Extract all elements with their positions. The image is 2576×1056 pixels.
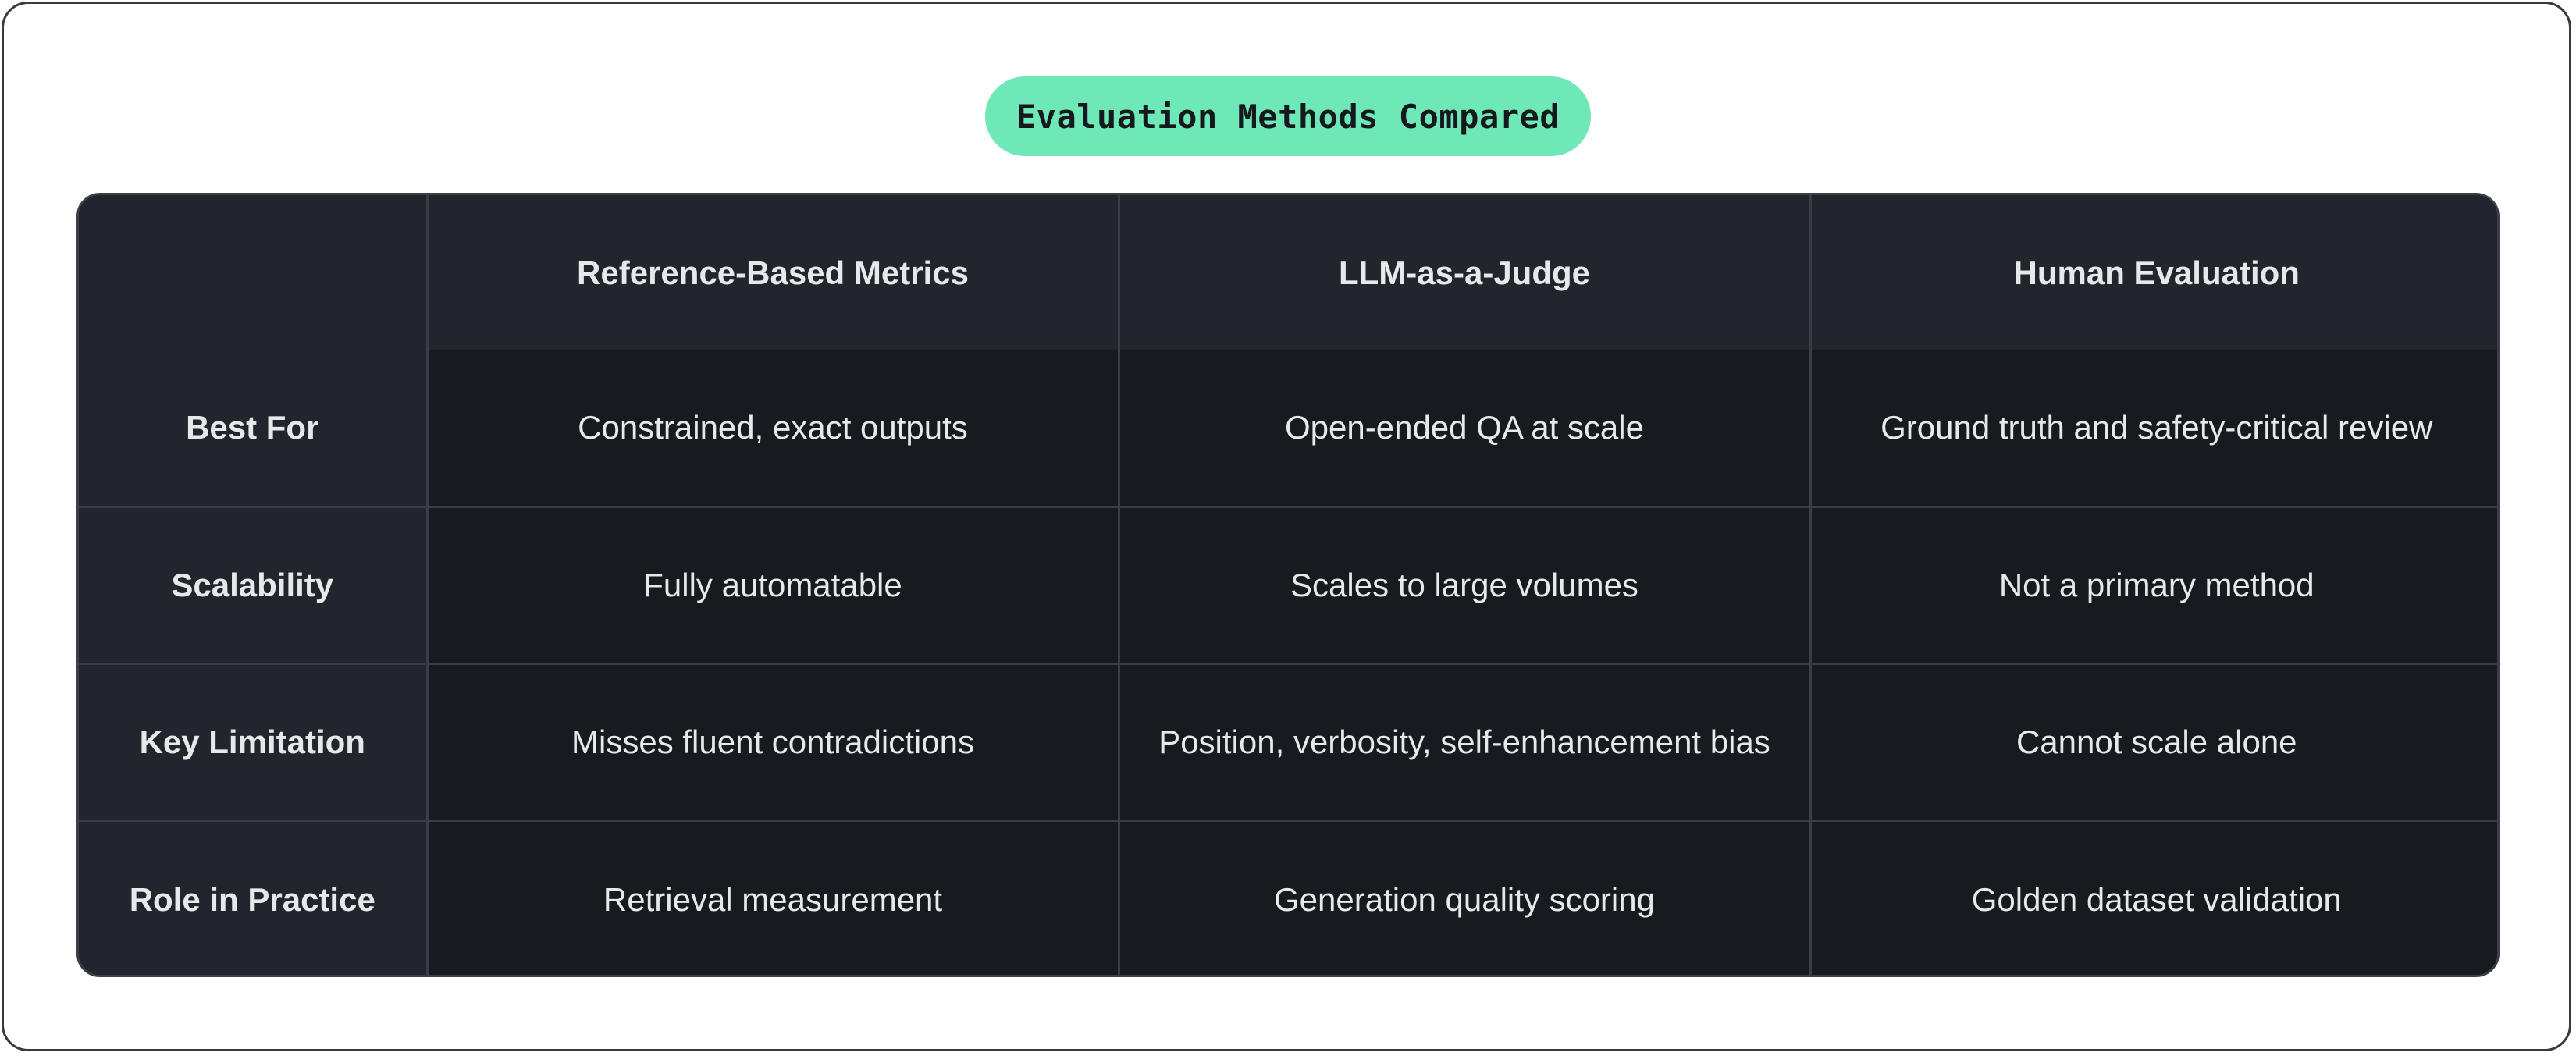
table-cell: Misses fluent contradictions xyxy=(425,662,1120,822)
comparison-table: Reference-Based Metrics LLM-as-a-Judge H… xyxy=(76,193,2500,977)
corner-cell xyxy=(79,195,429,350)
page-title: Evaluation Methods Compared xyxy=(985,76,1591,156)
row-header-scalability: Scalability xyxy=(79,505,429,665)
header-row: Reference-Based Metrics LLM-as-a-Judge H… xyxy=(79,195,2497,350)
table-cell: Retrieval measurement xyxy=(425,819,1120,975)
table-cell: Not a primary method xyxy=(1809,505,2497,665)
column-header-reference-based-metrics: Reference-Based Metrics xyxy=(425,195,1120,350)
comparison-grid: Reference-Based Metrics LLM-as-a-Judge H… xyxy=(79,195,2497,975)
table-cell: Generation quality scoring xyxy=(1117,819,1812,975)
table-row-role-in-practice: Role in Practice Retrieval measurement G… xyxy=(79,819,2497,975)
table-cell: Scales to large volumes xyxy=(1117,505,1812,665)
table-cell: Cannot scale alone xyxy=(1809,662,2497,822)
column-header-llm-as-a-judge: LLM-as-a-Judge xyxy=(1117,195,1812,350)
row-header-key-limitation: Key Limitation xyxy=(79,662,429,822)
table-cell: Ground truth and safety-critical review xyxy=(1809,350,2497,508)
table-cell: Open-ended QA at scale xyxy=(1117,350,1812,508)
table-cell: Fully automatable xyxy=(425,505,1120,665)
table-cell: Constrained, exact outputs xyxy=(425,350,1120,508)
table-row-best-for: Best For Constrained, exact outputs Open… xyxy=(79,350,2497,508)
table-cell: Golden dataset validation xyxy=(1809,819,2497,975)
column-header-human-evaluation: Human Evaluation xyxy=(1809,195,2497,350)
row-header-best-for: Best For xyxy=(79,350,429,508)
table-row-key-limitation: Key Limitation Misses fluent contradicti… xyxy=(79,662,2497,822)
row-header-role-in-practice: Role in Practice xyxy=(79,819,429,975)
table-cell: Position, verbosity, self-enhancement bi… xyxy=(1117,662,1812,822)
table-row-scalability: Scalability Fully automatable Scales to … xyxy=(79,505,2497,665)
